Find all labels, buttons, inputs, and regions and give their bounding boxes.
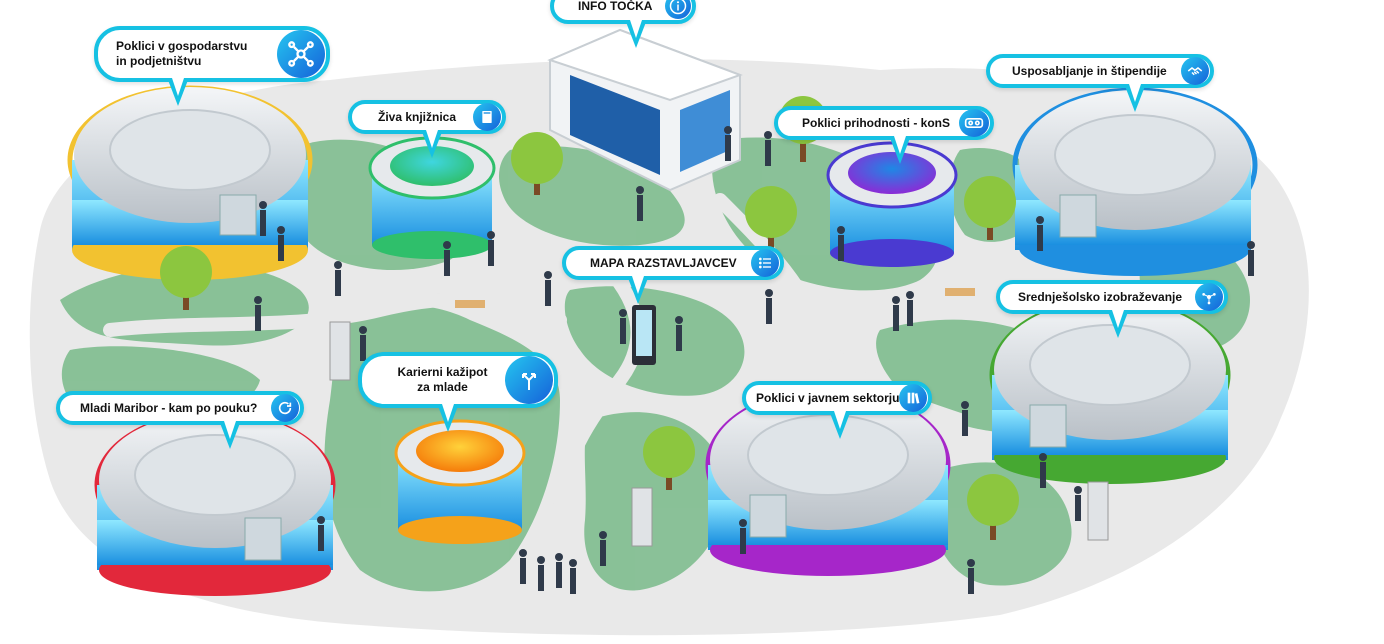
callout-usposabljanje[interactable]: Usposabljanje in štipendije [986, 54, 1214, 112]
signpost-icon [505, 356, 553, 404]
callout-srednjesolsko[interactable]: Srednješolsko izobraževanje [996, 280, 1228, 338]
stadium-gospodarstvo[interactable] [67, 85, 313, 280]
refresh-icon [271, 394, 299, 422]
usposabljanje-label: Usposabljanje in štipendije [1012, 63, 1167, 78]
ziva-knjiznica-label: Živa knjižnica [378, 109, 457, 124]
javni-sektor-label: Poklici v javnem sektorju [756, 390, 900, 405]
pod-ziva-knjiznica[interactable] [368, 136, 496, 259]
sign-kiosk [329, 321, 351, 381]
callout-tail [626, 20, 646, 48]
stadium-usposabljanje[interactable] [1012, 87, 1258, 276]
callout-mapa[interactable]: MAPA RAZSTAVLJAVCEV [562, 246, 784, 304]
callout-gospodarstvo[interactable]: Poklici v gospodarstvu in podjetništvu [94, 26, 330, 106]
gospodarstvo-label-line1: Poklici v gospodarstvu [116, 39, 248, 53]
callout-tail [890, 136, 910, 164]
callout-tail [830, 411, 850, 439]
prihodnost-label: Poklici prihodnosti - konS [802, 115, 951, 130]
callout-tail [422, 130, 442, 158]
srednjesolsko-label: Srednješolsko izobraževanje [1018, 289, 1183, 304]
callout-prihodnost[interactable]: Poklici prihodnosti - konS [774, 106, 994, 164]
stadium-javni-sektor[interactable] [705, 387, 951, 576]
callout-tail [1108, 310, 1128, 338]
callout-tail [628, 276, 648, 304]
pod-prihodnost[interactable] [826, 141, 958, 267]
karierni-label-line2: za mlade [417, 380, 468, 394]
info-icon [665, 0, 691, 19]
gospodarstvo-label-line2: in podjetništvu [116, 54, 202, 68]
mapa-label: MAPA RAZSTAVLJAVCEV [590, 255, 737, 270]
callout-javni-sektor[interactable]: Poklici v javnem sektorju [742, 381, 932, 439]
list-icon [751, 249, 779, 277]
network-icon [277, 30, 325, 78]
callout-karierni-kazipot[interactable]: Karierni kažipot za mlade [358, 352, 558, 432]
visitors [254, 126, 1255, 594]
callout-tail [1125, 84, 1145, 112]
callout-tail [438, 404, 458, 432]
info-building[interactable] [547, 28, 743, 192]
callout-ziva-knjiznica[interactable]: Živa knjižnica [348, 100, 506, 158]
info-tocka-label: INFO TOČKA [578, 0, 653, 13]
karierni-label-line1: Karierni kažipot [397, 365, 488, 379]
books-icon [899, 384, 928, 412]
book-icon [473, 103, 501, 131]
nodes-icon [1195, 283, 1223, 311]
handshake-icon [1181, 57, 1209, 85]
callout-mladi-maribor[interactable]: Mladi Maribor - kam po pouku? [56, 391, 304, 449]
benches [455, 288, 975, 308]
vr-goggles-icon [959, 109, 989, 137]
sign-kiosk [631, 487, 653, 547]
sign-kiosk [1087, 481, 1109, 541]
callout-tail [168, 78, 188, 106]
map-kiosk [632, 305, 656, 365]
mladi-maribor-label: Mladi Maribor - kam po pouku? [80, 400, 258, 415]
pod-karierni-kazipot[interactable] [394, 419, 526, 544]
stadium-srednjesolsko[interactable] [989, 297, 1231, 484]
callout-info-tocka[interactable]: INFO TOČKA [550, 0, 696, 48]
callout-tail [220, 421, 240, 449]
stadium-mladi-maribor[interactable] [94, 410, 336, 596]
